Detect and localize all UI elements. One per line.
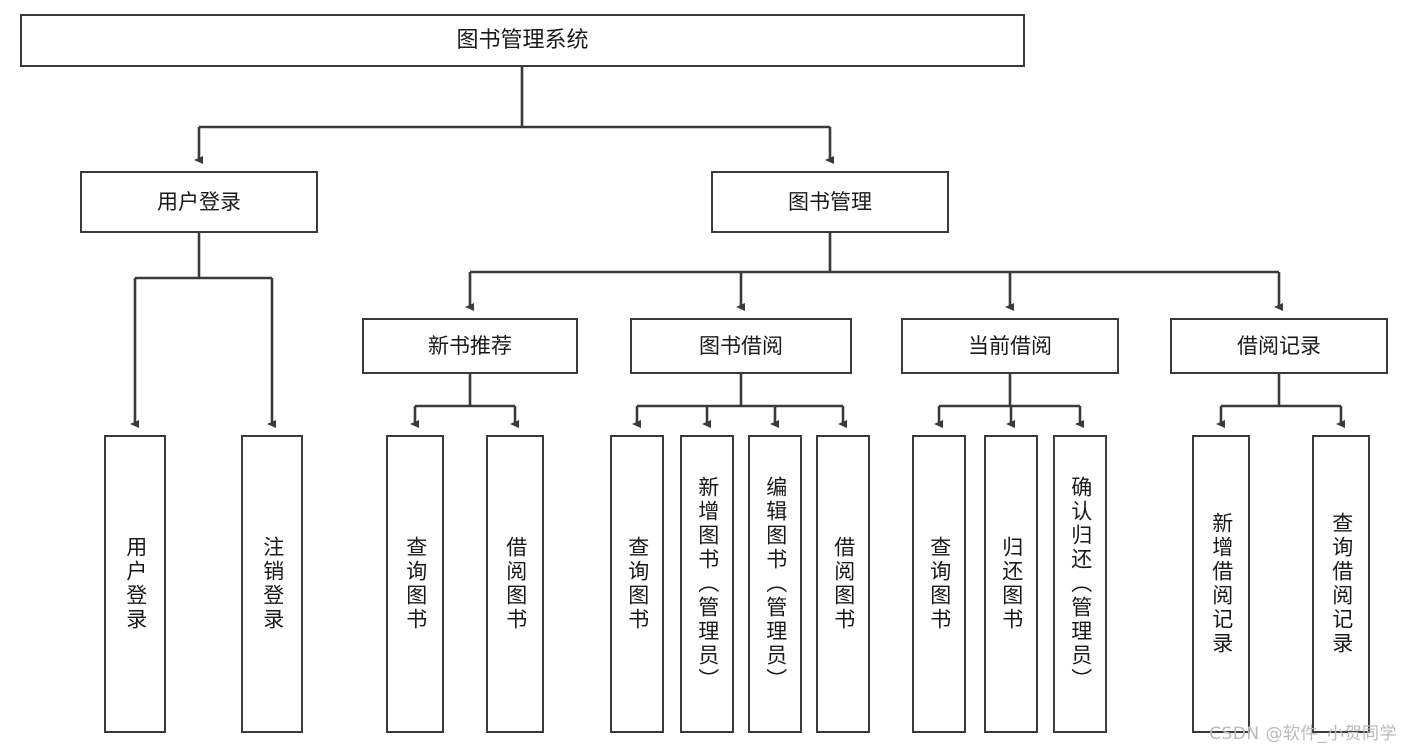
leaf-current-query-book[interactable]: 查询图书 — [912, 435, 966, 733]
leaf-record-query-record-label: 查询借阅记录 — [1329, 512, 1354, 656]
leaf-newbook-query-book[interactable]: 查询图书 — [386, 435, 444, 733]
leaf-borrow-query-book[interactable]: 查询图书 — [610, 435, 664, 733]
leaf-borrow-query-book-label: 查询图书 — [625, 536, 650, 632]
node-book-borrow[interactable]: 图书借阅 — [630, 318, 852, 374]
node-current-borrow-label: 当前借阅 — [968, 333, 1052, 358]
node-new-book-recommend-label: 新书推荐 — [428, 333, 512, 358]
leaf-record-add-record-label: 新增借阅记录 — [1209, 512, 1234, 656]
node-user-login[interactable]: 用户登录 — [80, 171, 318, 233]
leaf-borrow-edit-book-admin[interactable]: 编辑图书（管理员） — [748, 435, 802, 733]
node-borrow-record-label: 借阅记录 — [1237, 333, 1321, 358]
leaf-borrow-borrow-book-label: 借阅图书 — [831, 536, 856, 632]
leaf-user-login-label: 用户登录 — [123, 536, 148, 632]
leaf-newbook-borrow-book[interactable]: 借阅图书 — [486, 435, 544, 733]
leaf-current-confirm-return-admin[interactable]: 确认归还（管理员） — [1053, 435, 1107, 733]
leaf-borrow-edit-book-admin-label: 编辑图书（管理员） — [763, 476, 788, 692]
node-book-management[interactable]: 图书管理 — [711, 171, 949, 233]
node-book-management-label: 图书管理 — [788, 189, 872, 214]
leaf-record-add-record[interactable]: 新增借阅记录 — [1192, 435, 1250, 733]
node-borrow-record[interactable]: 借阅记录 — [1170, 318, 1388, 374]
leaf-borrow-borrow-book[interactable]: 借阅图书 — [816, 435, 870, 733]
leaf-record-query-record[interactable]: 查询借阅记录 — [1312, 435, 1370, 733]
leaf-current-confirm-return-admin-label: 确认归还（管理员） — [1068, 476, 1093, 692]
leaf-borrow-add-book-admin-label: 新增图书（管理员） — [695, 476, 720, 692]
leaf-newbook-query-book-label: 查询图书 — [403, 536, 428, 632]
leaf-current-return-book[interactable]: 归还图书 — [984, 435, 1038, 733]
leaf-user-login[interactable]: 用户登录 — [104, 435, 166, 733]
leaf-current-query-book-label: 查询图书 — [927, 536, 952, 632]
node-current-borrow[interactable]: 当前借阅 — [901, 318, 1119, 374]
node-root[interactable]: 图书管理系统 — [20, 14, 1025, 67]
leaf-logout[interactable]: 注销登录 — [241, 435, 303, 733]
leaf-current-return-book-label: 归还图书 — [999, 536, 1024, 632]
leaf-newbook-borrow-book-label: 借阅图书 — [503, 536, 528, 632]
leaf-logout-label: 注销登录 — [260, 536, 285, 632]
watermark: CSDN @软件_小贺同学 — [1209, 724, 1397, 744]
node-root-label: 图书管理系统 — [456, 27, 589, 53]
node-user-login-label: 用户登录 — [157, 189, 241, 214]
node-book-borrow-label: 图书借阅 — [699, 333, 783, 358]
node-new-book-recommend[interactable]: 新书推荐 — [362, 318, 578, 374]
leaf-borrow-add-book-admin[interactable]: 新增图书（管理员） — [680, 435, 734, 733]
